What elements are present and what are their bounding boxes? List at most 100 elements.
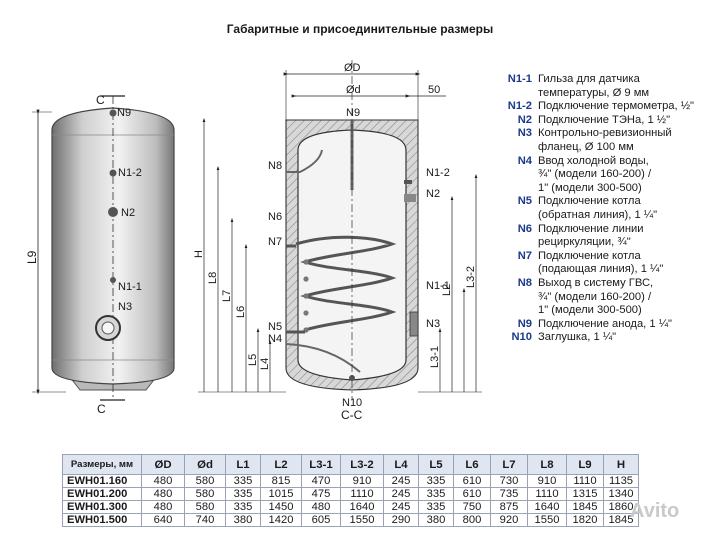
value-cell: 1820 [566,513,604,527]
value-cell: 800 [453,513,491,527]
value-cell: 480 [141,487,185,501]
heating-coil [295,235,397,332]
legend-item: N8 Выход в систему ГВС, [496,277,716,291]
legend-text: Ввод холодной воды, [538,154,649,167]
value-cell: 910 [340,474,384,488]
model-cell: EWH01.160 [62,474,142,488]
column-header: L4 [383,454,419,475]
right-section-view: ØD Ød 50 N9 N8 N6 [193,60,482,422]
value-cell: 335 [418,487,454,501]
legend-item: 1" (модели 300-500) [496,304,716,318]
legend-code [496,87,538,101]
dimension-h: H [193,250,205,258]
dimension-inner-diameter: Ød [346,84,361,96]
section-title: C-C [341,408,363,422]
label-n3-left: N3 [118,301,132,313]
legend-code: N10 [511,331,532,344]
value-cell: 1135 [603,474,639,488]
legend-text: (обратная линия), 1 ¼" [538,208,658,221]
value-cell: 920 [490,513,528,527]
legend-text: Подключение ТЭНа, 1 ½" [538,113,671,126]
value-cell: 1450 [260,500,302,514]
label-n3-right: N3 [426,318,440,330]
legend-code: N2 [517,113,532,126]
legend-code [496,182,538,196]
legend-text: Выход в систему ГВС, [538,276,654,289]
legend-item: ¾" (модели 160-200) / [496,291,716,305]
value-cell: 335 [225,487,261,501]
label-n2-left: N2 [121,207,135,219]
dimension-l7: L7 [221,290,233,302]
legend-code: N1-2 [507,100,532,113]
legend-code [496,209,538,223]
legend-item: фланец, Ø 100 мм [496,141,716,155]
legend-code: N3 [517,127,532,140]
label-n5: N5 [268,321,282,333]
legend-text: Заглушка, 1 ¼" [538,331,617,344]
dimension-l3-2: L3-2 [465,266,477,288]
legend-text: Подключение котла [538,249,641,262]
legend-text: ¾" (модели 160-200) / [538,168,652,181]
value-cell: 1340 [603,487,639,501]
label-n4: N4 [268,333,282,345]
legend-item: (обратная линия), 1 ¼" [496,209,716,223]
value-cell: 815 [260,474,302,488]
value-cell: 580 [184,474,226,488]
anode-port-icon [109,109,117,117]
value-cell: 750 [453,500,491,514]
column-header: L2 [260,454,302,475]
legend-item: N10 Заглушка, 1 ¼" [496,331,716,345]
column-header: L8 [527,454,567,475]
value-cell: 875 [490,500,528,514]
label-n2-right: N2 [426,188,440,200]
value-cell: 245 [383,500,419,514]
legend-item: температуры, Ø 9 мм [496,87,716,101]
dimension-l3-1: L3-1 [429,346,441,368]
value-cell: 335 [225,474,261,488]
legend-item: N2 Подключение ТЭНа, 1 ½" [496,114,716,128]
watermark-logo: Avito [630,500,680,522]
legend-text: рециркуляции, ¾" [538,236,631,249]
dimension-l8: L8 [207,272,219,284]
column-header: ØD [141,454,185,475]
legend-text: Гильза для датчика [538,73,640,85]
legend-item: N1-1 Гильза для датчика [496,73,716,87]
legend-code: N8 [517,276,532,289]
legend-text: Подключение анода, 1 ¼" [538,317,673,330]
value-cell: 610 [453,487,491,501]
legend-item: 1" (модели 300-500) [496,182,716,196]
value-cell: 1640 [527,500,567,514]
value-cell: 1845 [566,500,604,514]
legend-item: ¾" (модели 160-200) / [496,168,716,182]
label-n9-right: N9 [346,107,360,119]
label-n10: N10 [342,397,362,409]
value-cell: 335 [418,474,454,488]
dimension-l5: L5 [247,354,259,366]
legend-text: 1" (модели 300-500) [538,181,642,194]
column-header: L3-2 [340,454,384,475]
model-cell: EWH01.200 [62,487,142,501]
legend-code: N1-1 [507,73,532,85]
legend-code [496,291,538,305]
label-n9-left: N9 [117,107,131,119]
value-cell: 1315 [566,487,604,501]
legend-text: 1" (модели 300-500) [538,304,642,317]
model-cell: EWH01.500 [62,513,142,527]
value-cell: 580 [184,500,226,514]
value-cell: 1550 [527,513,567,527]
header-model: Размеры, мм [62,454,142,475]
value-cell: 475 [301,487,341,501]
label-n1-2-left: N1-2 [118,167,142,179]
value-cell: 245 [383,474,419,488]
column-header: L1 [225,454,261,475]
